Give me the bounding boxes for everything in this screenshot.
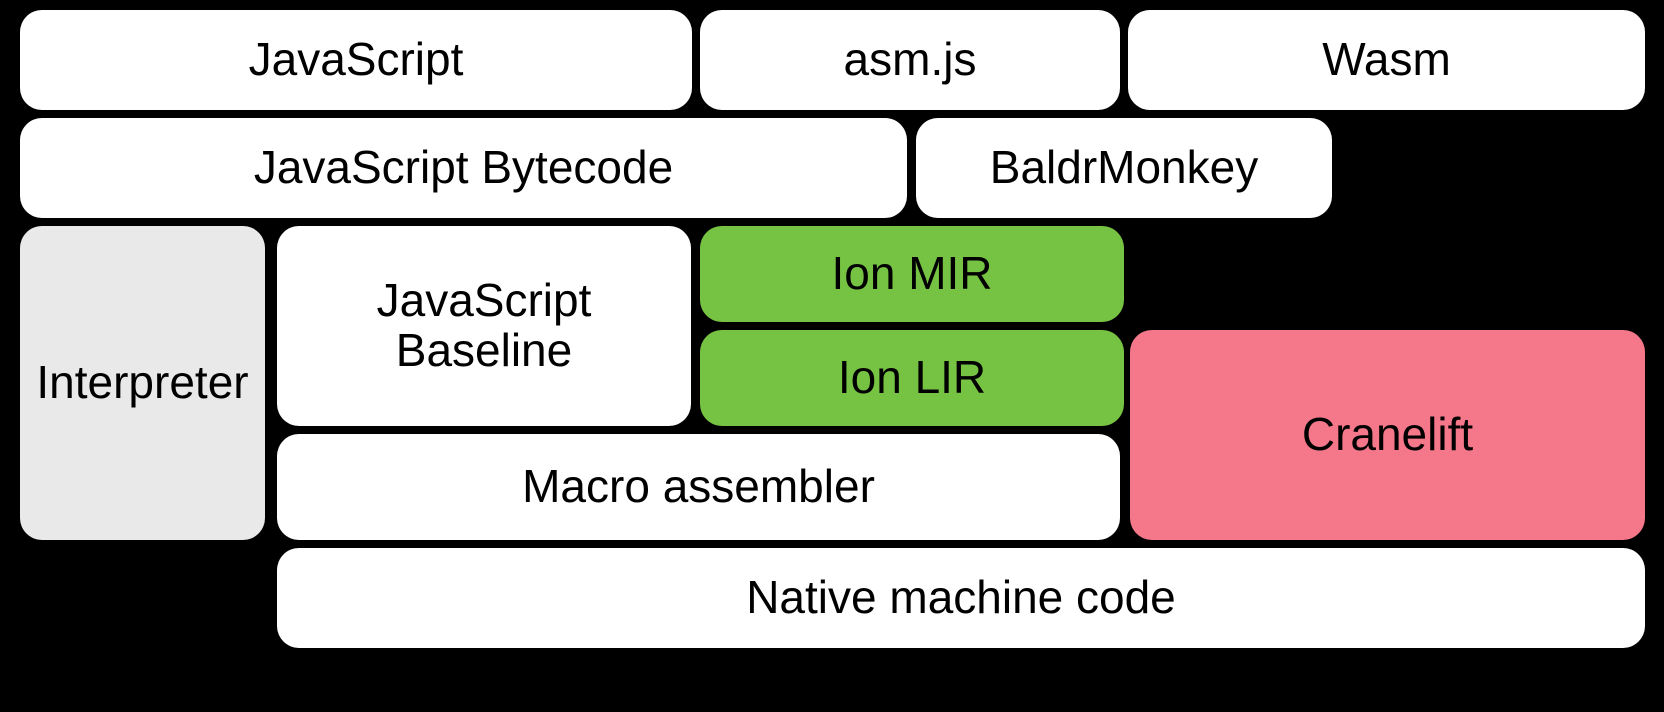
node-macro-assembler[interactable]: Macro assembler (277, 434, 1120, 540)
node-javascript[interactable]: JavaScript (20, 10, 692, 110)
node-interpreter[interactable]: Interpreter (20, 226, 265, 540)
node-baldrmonkey[interactable]: BaldrMonkey (916, 118, 1332, 218)
node-javascript-bytecode[interactable]: JavaScript Bytecode (20, 118, 907, 218)
node-wasm[interactable]: Wasm (1128, 10, 1645, 110)
node-native-machine-code[interactable]: Native machine code (277, 548, 1645, 648)
node-ion-mir[interactable]: Ion MIR (700, 226, 1124, 322)
node-ion-lir[interactable]: Ion LIR (700, 330, 1124, 426)
node-asm-js[interactable]: asm.js (700, 10, 1120, 110)
node-javascript-baseline[interactable]: JavaScript Baseline (277, 226, 691, 426)
node-cranelift[interactable]: Cranelift (1130, 330, 1645, 540)
